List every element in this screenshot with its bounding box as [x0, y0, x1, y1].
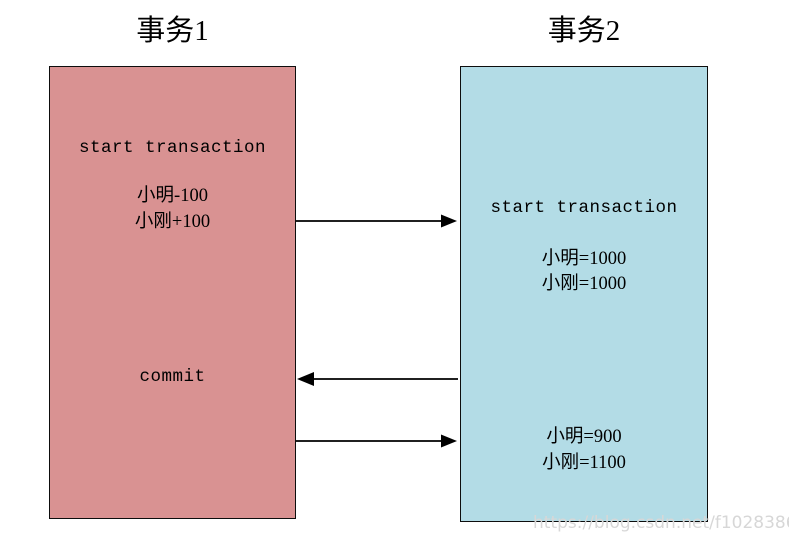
transaction1-debit-statement: 小明-100 — [137, 186, 208, 206]
transaction2-title: 事务2 — [547, 15, 621, 47]
transaction2-box — [460, 66, 708, 522]
arrow-t2-to-t1-commit-head — [297, 372, 314, 386]
transaction1-box — [49, 66, 296, 519]
transaction1-title: 事务1 — [136, 15, 209, 47]
arrow-t1-to-t2-after-commit-head — [441, 434, 457, 448]
transaction1-credit-statement: 小刚+100 — [134, 212, 211, 232]
transaction1-commit-statement: commit — [139, 367, 206, 387]
transaction1-start-statement: start transaction — [78, 138, 267, 158]
transaction2-first-read-ming: 小明=1000 — [541, 249, 627, 269]
watermark-text: https://blog.csdn.net/f1028386804 — [533, 513, 789, 533]
transaction2-start-statement: start transaction — [490, 198, 678, 218]
arrow-t1-to-t2-begin-head — [441, 214, 457, 228]
transaction2-first-read-gang: 小刚=1000 — [541, 274, 627, 294]
transaction2-second-read-ming: 小明=900 — [546, 427, 622, 447]
transaction2-second-read-gang: 小刚=1100 — [542, 453, 626, 473]
